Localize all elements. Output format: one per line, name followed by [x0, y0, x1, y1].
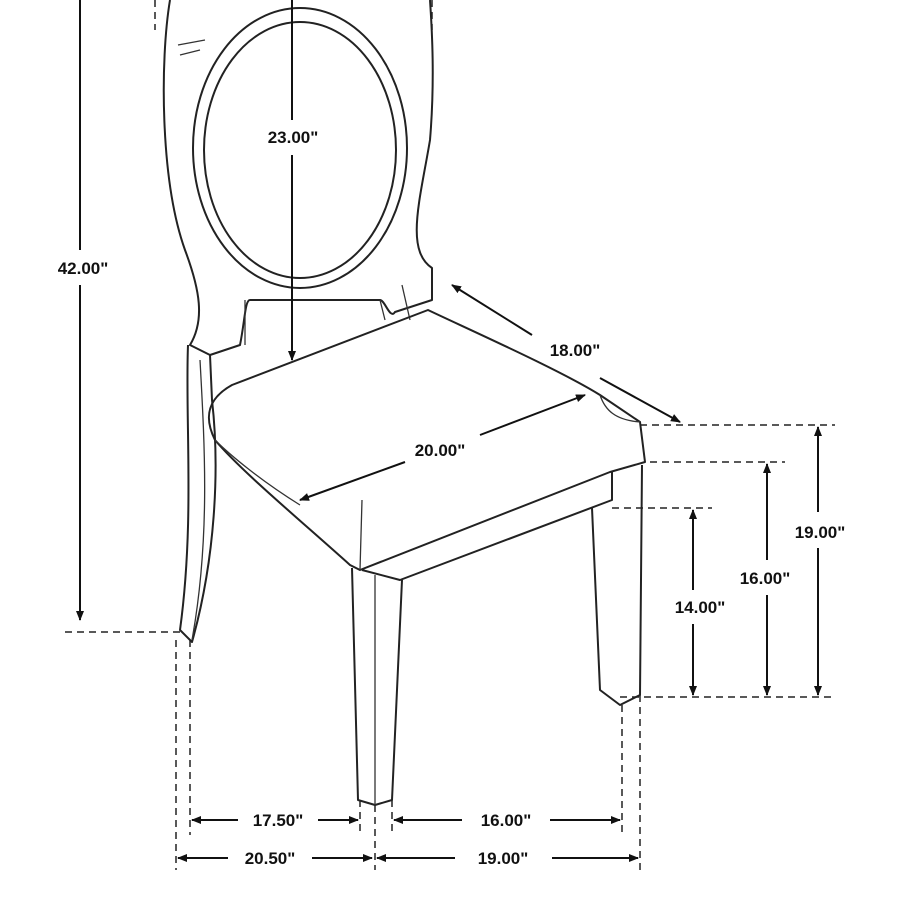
chair-outline	[162, 0, 646, 806]
dimension-labels: 42.00" 23.00" 18.00" 20.00" 19.00" 16.00…	[58, 128, 846, 868]
label-apron-height: 16.00"	[740, 569, 791, 588]
dimension-arrows	[76, 0, 822, 862]
label-overall-depth: 19.00"	[478, 849, 529, 868]
front-leg-center	[351, 567, 403, 806]
label-seat-depth: 18.00"	[550, 341, 601, 360]
label-leg-depth-inner: 16.00"	[481, 811, 532, 830]
front-leg-right	[591, 464, 643, 706]
chair-back-oval-inner	[203, 21, 397, 279]
extension-lines	[65, 0, 835, 870]
rear-leg-left	[179, 344, 217, 643]
label-seat-width: 20.00"	[415, 441, 466, 460]
chair-back-frame	[162, 0, 434, 356]
chair-back-oval-outer	[192, 7, 408, 289]
label-overall-height: 42.00"	[58, 259, 109, 278]
seat-apron	[361, 472, 613, 581]
label-back-height: 23.00"	[268, 128, 319, 147]
label-seat-height: 19.00"	[795, 523, 846, 542]
chair-seat	[207, 309, 646, 571]
label-overall-width: 20.50"	[245, 849, 296, 868]
label-leg-width-inner: 17.50"	[253, 811, 304, 830]
label-apron-clearance: 14.00"	[675, 598, 726, 617]
